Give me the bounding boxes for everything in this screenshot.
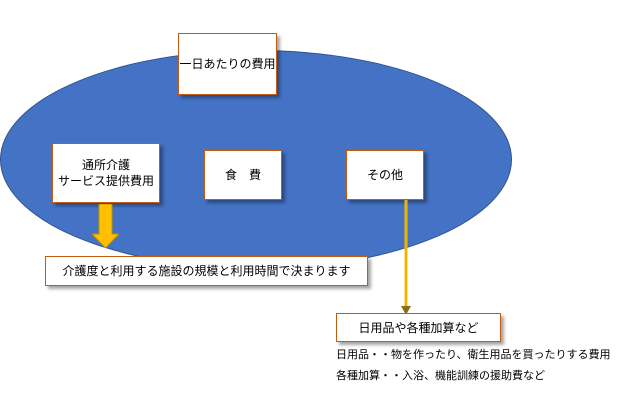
daily-cost-title-box: 一日あたりの費用 [178,33,277,95]
additional-fees-note: 各種加算・・入浴、機能訓練の援助費など [336,369,545,382]
daily-goods-note: 日用品・・物を作ったり、衛生用品を買ったりする費用 [336,348,611,361]
daily-cost-title-label: 一日あたりの費用 [179,57,276,71]
service-cost-result-label: 介護度と利用する施設の規模と利用時間で決まります [62,264,351,278]
service-down-arrow-icon [92,204,119,248]
food-cost-box: 食 費 [204,150,282,200]
service-cost-label-line2: サービス提供費用 [57,174,154,188]
service-cost-box: 通所介護 サービス提供費用 [52,143,160,203]
daily-goods-label: 日用品や各種加算など [358,320,479,335]
other-connector-arrow-icon [398,200,414,316]
other-cost-label: その他 [366,168,403,182]
service-cost-label-line1: 通所介護 [81,158,130,172]
other-cost-box: その他 [346,150,424,200]
service-cost-result-box: 介護度と利用する施設の規模と利用時間で決まります [45,256,368,286]
food-cost-label: 食 費 [224,168,261,182]
daily-goods-box: 日用品や各種加算など [336,313,501,342]
